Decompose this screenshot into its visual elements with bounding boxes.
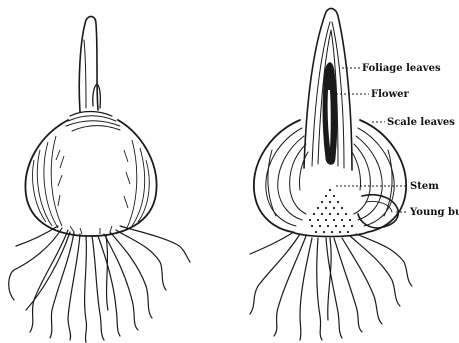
whole-bulb-shoot [79,17,98,112]
label-foliage-leaves: Foliage leaves [362,63,441,74]
sectioned-bulb-illustration: Foliage leaves Flower Scale leaves Stem … [250,9,459,340]
whole-bulb-roots [9,226,190,342]
section-roots [250,232,412,340]
label-scale-leaves: Scale leaves [387,117,455,128]
label-young-bulb: Young bulb [409,207,459,218]
section-stem [309,189,353,233]
whole-bulb-illustration [9,17,190,342]
label-flower: Flower [371,89,410,100]
whole-bulb-neck [66,112,120,132]
whole-bulb-shading [33,136,150,234]
label-stem: Stem [410,181,439,192]
